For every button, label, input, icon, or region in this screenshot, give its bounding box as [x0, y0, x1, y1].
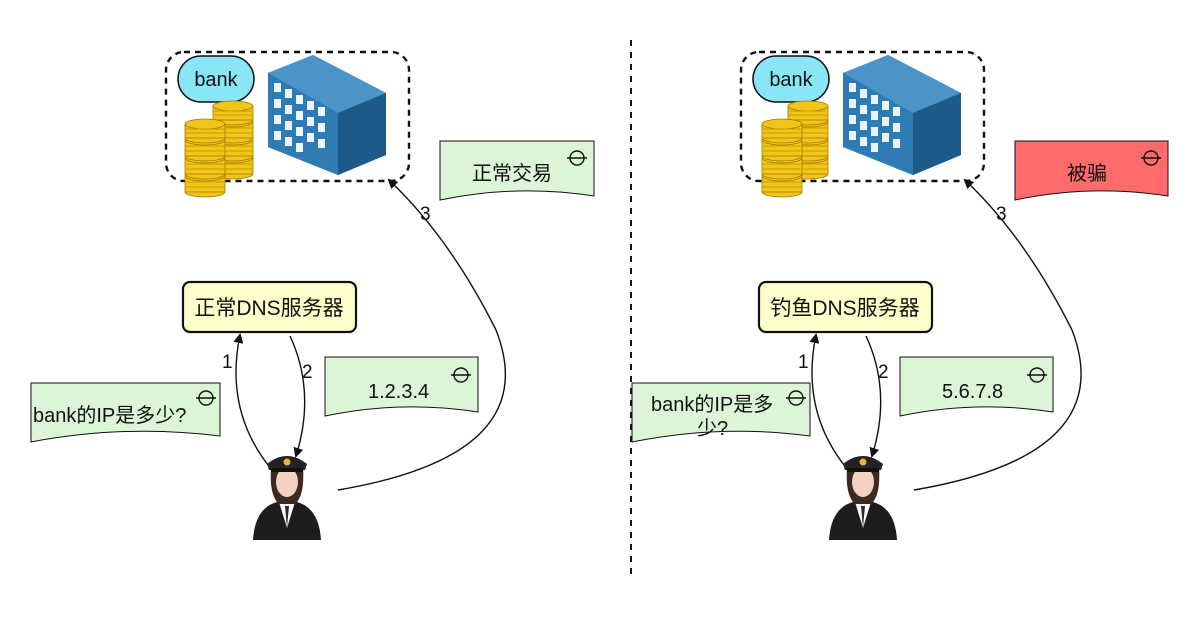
arrow-step-2 — [865, 335, 882, 458]
dns-server-box: 正常DNS服务器 — [181, 280, 358, 334]
bank-label: bank — [769, 69, 813, 91]
dns-server-label: 钓鱼DNS服务器 — [770, 297, 919, 320]
query-note-text: bank的IP是多少? — [33, 404, 186, 427]
dns-server-box: 钓鱼DNS服务器 — [757, 280, 934, 334]
bank-bubble: bank — [177, 55, 255, 103]
answer-note-text: 1.2.3.4 — [368, 381, 429, 403]
answer-note: 1.2.3.4 — [324, 356, 479, 417]
dns-server-label: 正常DNS服务器 — [194, 297, 343, 320]
step-label-1: 1 — [798, 352, 809, 373]
arrow-step-3 — [337, 178, 506, 491]
bank-bubble: bank — [752, 55, 830, 103]
step-label-3: 3 — [420, 204, 431, 225]
left-panel: bank 正常交易 正常DNS服务器 bank的IP是多少? 1.2.3.4 — [30, 50, 595, 540]
bank-label: bank — [194, 69, 238, 91]
user-officer-icon — [829, 456, 897, 540]
arrow-step-3 — [913, 178, 1082, 491]
step-label-3: 3 — [996, 204, 1007, 225]
answer-note: 5.6.7.8 — [899, 356, 1054, 417]
user-officer-icon — [253, 456, 321, 540]
arrow-step-2 — [289, 335, 306, 458]
coin-stack-icon — [184, 118, 226, 198]
right-panel: bank 被骗 钓鱼DNS服务器 bank的IP是多 少? 5.6.7.8 — [631, 50, 1169, 540]
result-note-text: 被骗 — [1067, 162, 1107, 185]
bank-group-box — [739, 50, 986, 183]
arrow-step-1 — [809, 333, 849, 471]
query-note: bank的IP是多 少? — [631, 382, 811, 443]
arrow-step-1 — [233, 333, 273, 471]
result-note: 被骗 — [1014, 140, 1169, 201]
step-label-1: 1 — [222, 352, 233, 373]
step-label-2: 2 — [302, 362, 313, 383]
answer-note-text: 5.6.7.8 — [942, 381, 1003, 403]
bank-group-box — [164, 50, 411, 183]
coin-stack-icon — [761, 118, 803, 198]
result-note: 正常交易 — [439, 140, 595, 201]
query-note-line2: 少? — [697, 417, 728, 440]
step-label-2: 2 — [878, 362, 889, 383]
query-note-line1: bank的IP是多 — [651, 393, 773, 416]
result-note-text: 正常交易 — [472, 162, 552, 185]
bank-building-icon — [843, 55, 961, 175]
query-note: bank的IP是多少? — [30, 382, 221, 443]
bank-building-icon — [268, 55, 386, 175]
